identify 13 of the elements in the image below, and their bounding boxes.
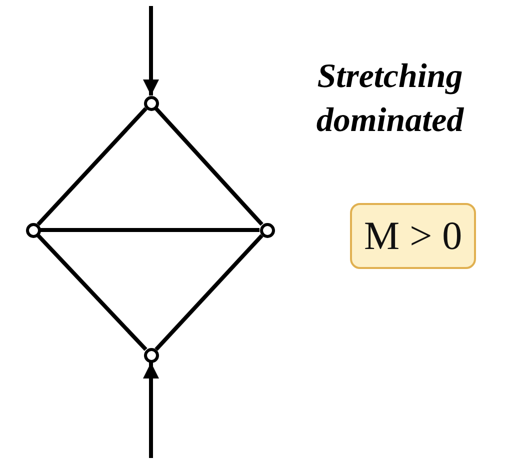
- pin-joint: [260, 222, 274, 238]
- formula-box: M > 0: [350, 203, 476, 269]
- pin-joint: [144, 96, 158, 110]
- truss-bar: [154, 107, 264, 226]
- pin-joint: [144, 348, 158, 362]
- pin-joint: [26, 222, 40, 238]
- truss-bar: [36, 107, 148, 226]
- force-arrow: [143, 362, 159, 458]
- truss-bar: [40, 228, 260, 232]
- force-arrow: [143, 6, 159, 96]
- truss-bar: [154, 234, 264, 351]
- heading-label: Stretching dominated: [315, 57, 465, 141]
- truss-bar: [36, 234, 148, 351]
